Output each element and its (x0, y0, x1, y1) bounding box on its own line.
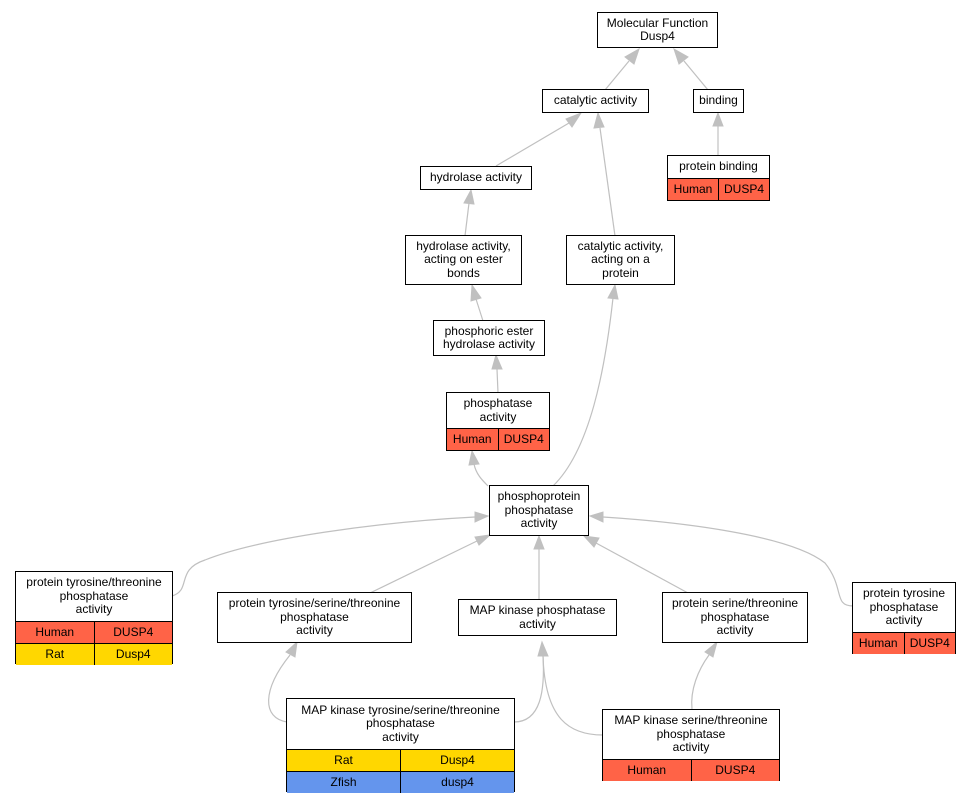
node-hydrolase-activity[interactable]: hydrolase activity (420, 166, 532, 190)
annotation-row: Rat Dusp4 (16, 643, 172, 665)
species-cell: Rat (334, 752, 353, 767)
arrowhead (607, 283, 619, 300)
node-label: phosphoric ester hydrolase activity (442, 323, 536, 351)
annotation-row: Zfish dusp4 (287, 771, 514, 793)
node-protein-tyrosine-serine-threonine-phosphatase[interactable]: protein tyrosine/serine/threonine phosph… (217, 592, 412, 643)
node-label: protein tyrosine/serine/threonine phosph… (228, 596, 401, 638)
node-map-kinase-phosphatase[interactable]: MAP kinase phosphatase activity (458, 599, 617, 636)
gene-cell[interactable]: DUSP4 (903, 633, 956, 654)
node-label: protein tyrosine/threonine phosphatase a… (26, 575, 162, 617)
annotation-row: Human DUSP4 (668, 178, 769, 200)
species-cell: Human (35, 624, 75, 639)
node-catalytic-activity-protein[interactable]: catalytic activity, acting on a protein (566, 235, 675, 285)
gene-cell[interactable]: Dusp4 (400, 750, 514, 771)
edge-catalytic-protein-to-catalytic (599, 127, 616, 237)
edge-binding-to-mf (683, 60, 709, 91)
species-cell: Human (627, 762, 667, 777)
node-label: MAP kinase tyrosine/serine/threonine pho… (301, 702, 500, 744)
node-label: protein serine/threonine phosphatase act… (671, 596, 799, 638)
arrowhead (474, 534, 492, 546)
node-label: catalytic activity (553, 93, 638, 108)
arrowhead (470, 283, 482, 302)
annotation-row: Human DUSP4 (447, 428, 549, 450)
edge-pt-to-phosphoprotein (602, 516, 854, 607)
node-label: binding (699, 93, 738, 108)
species-cell: Human (452, 431, 492, 446)
edge-mapktst-to-mapk (513, 655, 545, 723)
gene-cell[interactable]: dusp4 (400, 772, 514, 793)
node-label: hydrolase activity, acting on ester bond… (416, 238, 511, 280)
arrowhead (624, 47, 640, 65)
gene-cell[interactable]: DUSP4 (497, 429, 550, 450)
arrowhead (463, 188, 475, 205)
edge-phosphatase-to-phosphoric (496, 368, 499, 394)
arrowhead (537, 640, 549, 657)
species-cell: Human (858, 635, 898, 650)
annotation-row: Human DUSP4 (16, 621, 172, 643)
gene-cell[interactable]: DUSP4 (718, 179, 769, 200)
node-label: hydrolase activity (429, 170, 523, 185)
node-label: catalytic activity, acting on a protein (577, 238, 664, 280)
gene-cell[interactable]: DUSP4 (93, 622, 173, 643)
arrowhead (285, 640, 298, 658)
node-label: protein binding (679, 159, 758, 174)
node-molecular-function[interactable]: Molecular Function Dusp4 (597, 12, 718, 48)
arrowhead (533, 534, 545, 550)
edge-catalytic-to-mf (604, 60, 630, 91)
edge-phosphoprotein-to-catalytic-protein (552, 297, 614, 487)
node-label: MAP kinase phosphatase activity (469, 603, 606, 631)
arrowhead (593, 111, 605, 129)
edge-hydrolase-to-catalytic (495, 122, 570, 167)
node-map-kinase-serine-threonine-phosphatase[interactable]: MAP kinase serine/threonine phosphatase … (602, 709, 780, 781)
arrowhead (474, 511, 490, 523)
node-label: phosphatase activity (463, 396, 533, 424)
edge-ptt-to-phosphoprotein (171, 516, 476, 597)
arrowhead (491, 353, 503, 370)
species-cell: Human (673, 181, 713, 196)
node-phosphoprotein-phosphatase[interactable]: phosphoprotein phosphatase activity (489, 485, 589, 536)
arrowhead (468, 449, 480, 466)
arrowhead (565, 111, 583, 128)
edge-mapktst-to-ptst (268, 654, 291, 723)
arrowhead (673, 47, 689, 65)
species-cell: Rat (45, 646, 65, 661)
edge-mapkst-to-pst (691, 654, 710, 710)
annotation-row: Human DUSP4 (603, 759, 779, 781)
gene-cell[interactable]: Dusp4 (93, 644, 173, 665)
gene-cell[interactable]: DUSP4 (690, 760, 780, 781)
edge-hydrolase-ester-to-hydrolase (464, 202, 470, 237)
annotation-row: Rat Dusp4 (287, 749, 514, 771)
node-label: Molecular Function Dusp4 (606, 15, 709, 43)
node-binding[interactable]: binding (693, 89, 744, 113)
arrowhead (582, 535, 600, 548)
arrowhead (588, 511, 604, 523)
node-label: MAP kinase serine/threonine phosphatase … (614, 713, 768, 755)
arrowhead (712, 111, 724, 127)
node-catalytic-activity[interactable]: catalytic activity (542, 89, 649, 113)
edge-phosphoric-to-hydrolase-ester (475, 298, 484, 322)
node-protein-serine-threonine-phosphatase[interactable]: protein serine/threonine phosphatase act… (662, 592, 808, 643)
node-label: protein tyrosine phosphatase activity (862, 586, 946, 628)
node-protein-tyrosine-threonine-phosphatase[interactable]: protein tyrosine/threonine phosphatase a… (15, 571, 173, 665)
edge-phosphoprotein-to-phosphatase (473, 463, 489, 487)
annotation-row: Human DUSP4 (853, 632, 955, 654)
node-phosphoric-ester-hydrolase[interactable]: phosphoric ester hydrolase activity (433, 320, 545, 356)
node-label: phosphoprotein phosphatase activity (497, 489, 581, 531)
node-hydrolase-activity-ester[interactable]: hydrolase activity, acting on ester bond… (405, 235, 522, 285)
node-map-kinase-tyrosine-serine-threonine-phosphatase[interactable]: MAP kinase tyrosine/serine/threonine pho… (286, 698, 515, 793)
species-cell: Zfish (330, 774, 357, 789)
arrowhead (704, 640, 718, 658)
edge-pst-to-phosphoprotein (595, 542, 689, 594)
edge-ptst-to-phosphoprotein (369, 540, 478, 594)
edge-mapkst-to-mapk (542, 655, 604, 736)
